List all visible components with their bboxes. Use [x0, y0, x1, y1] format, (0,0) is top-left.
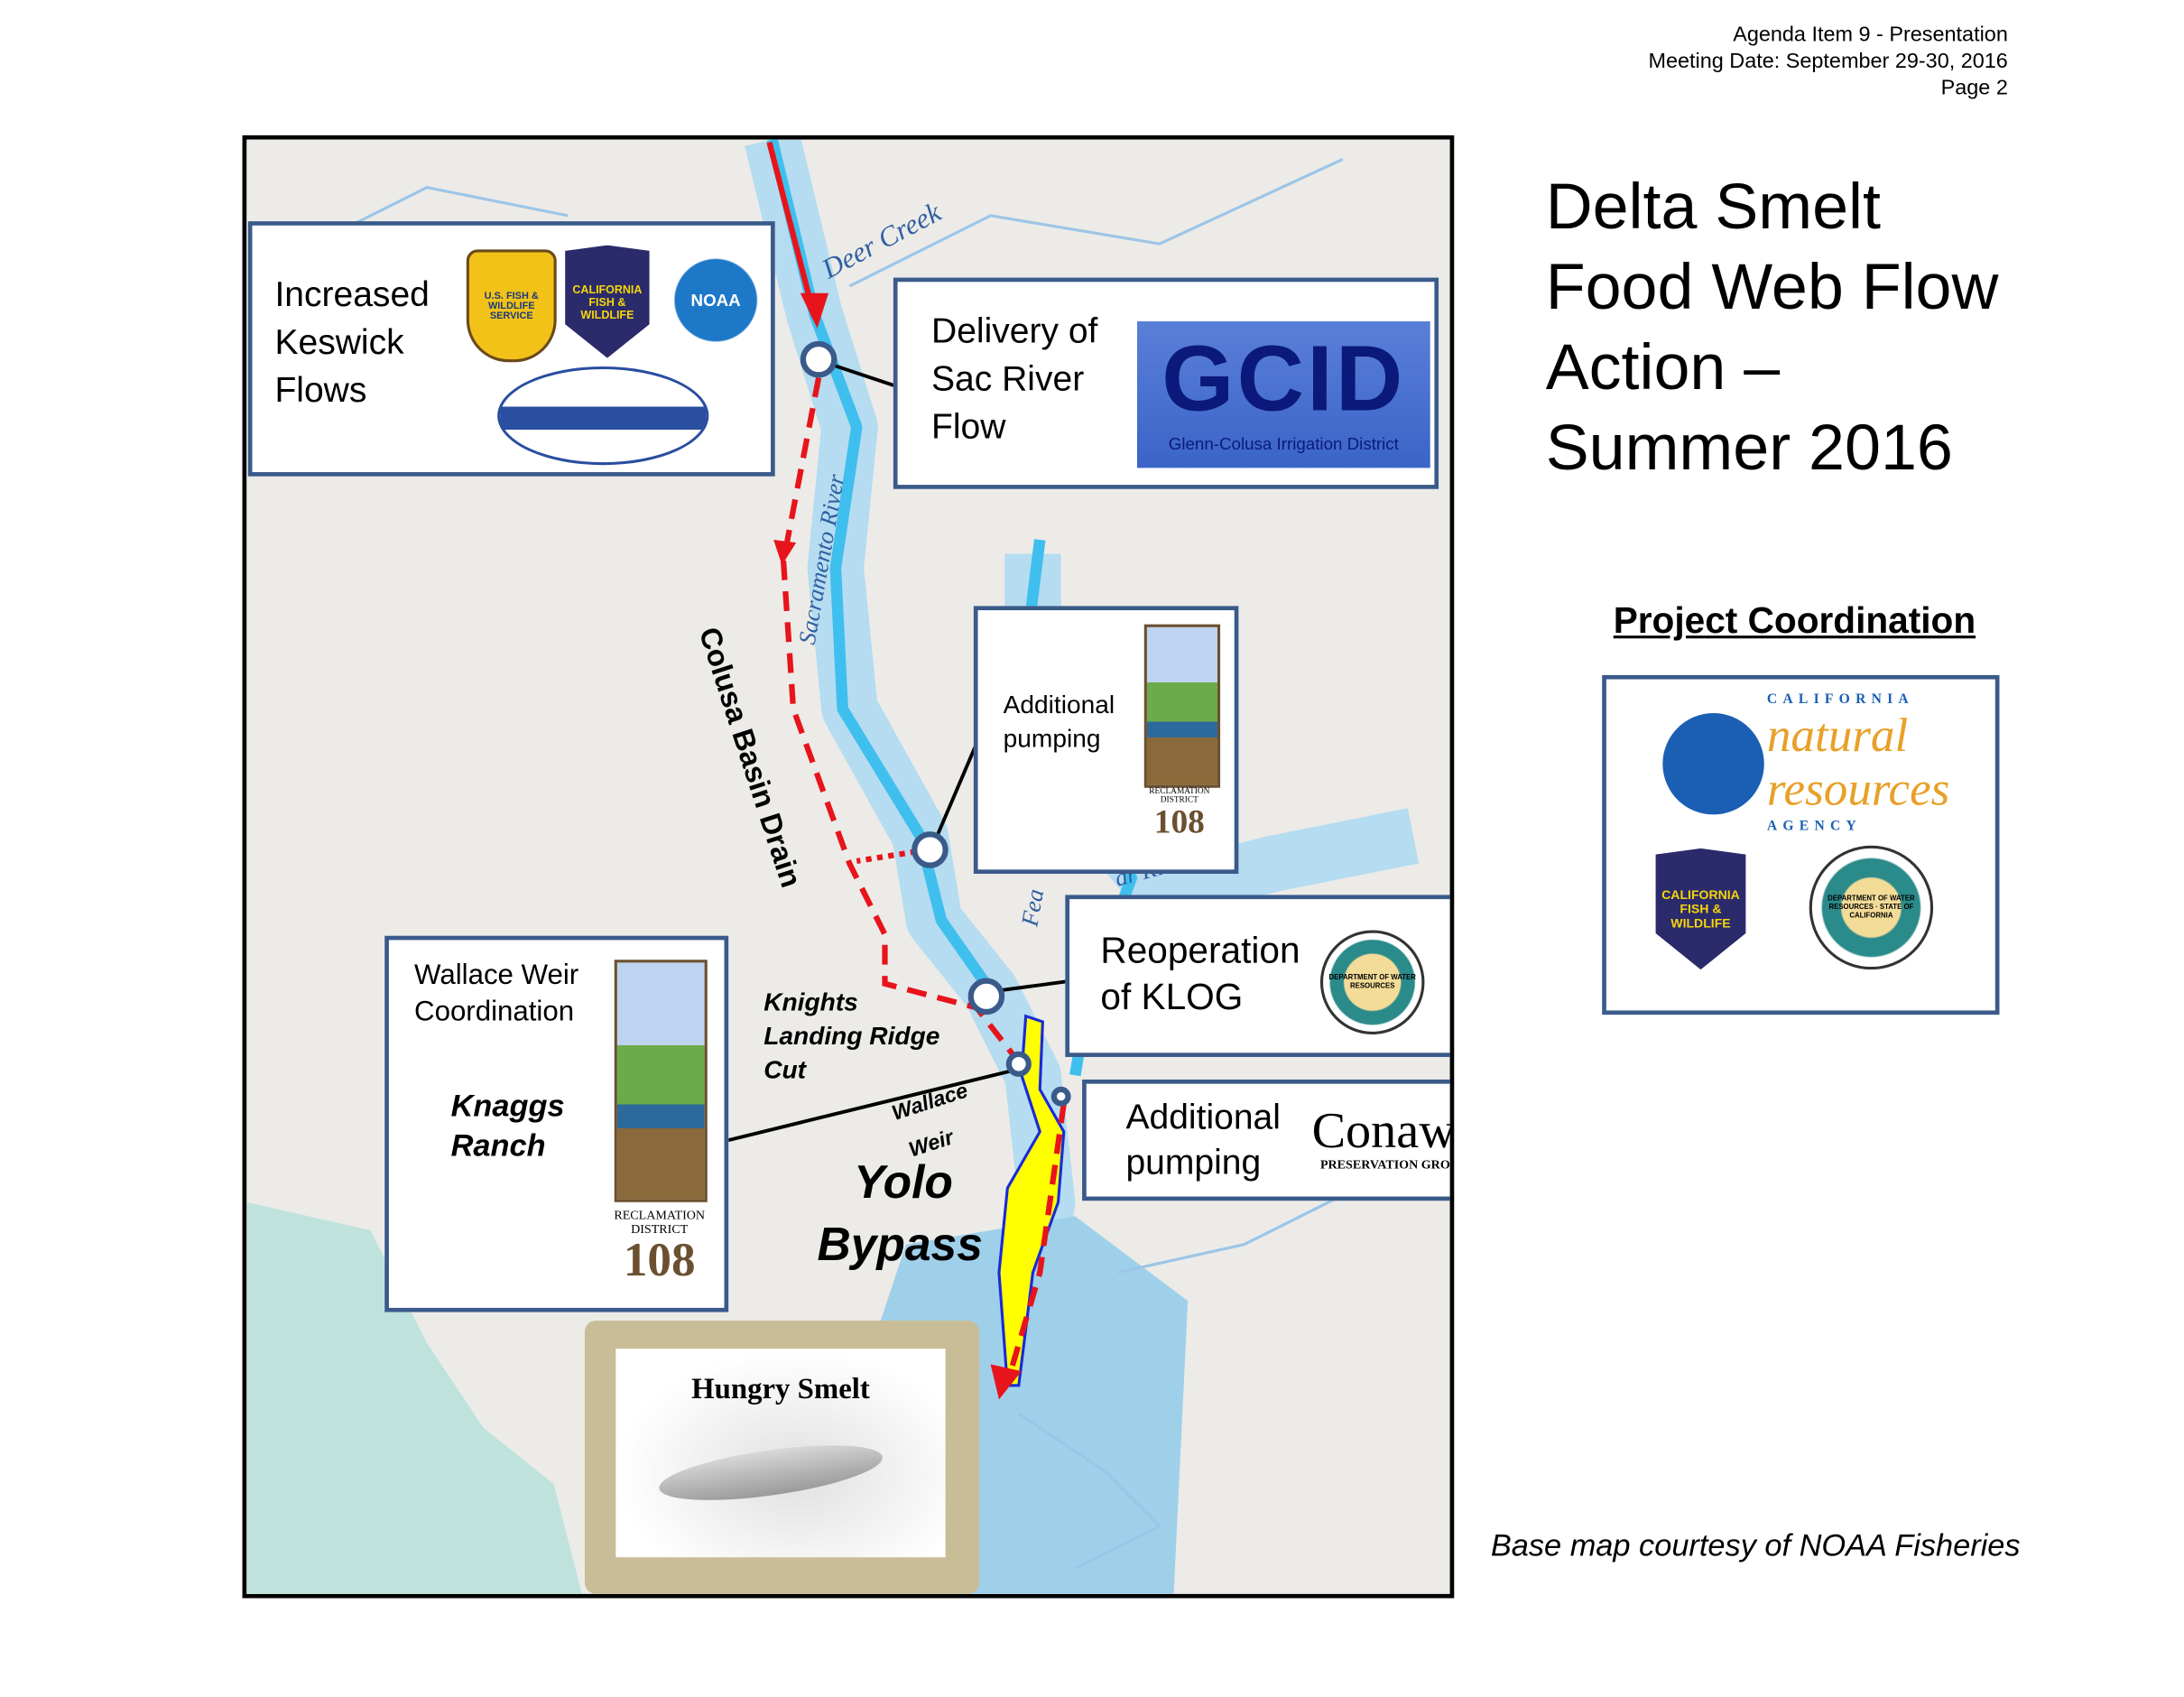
hungry-smelt-title: Hungry Smelt	[691, 1371, 870, 1405]
rd108-logo-number: 108	[1153, 804, 1205, 842]
project-coordination-heading: Project Coordination	[1613, 598, 1976, 642]
rd108-logo-2-top: RECLAMATION DISTRICT	[614, 1208, 706, 1237]
nra-mid-2: resources	[1766, 764, 1950, 816]
page-number: Page 2	[1940, 76, 2008, 100]
nra-bottom: AGENCY	[1766, 819, 1863, 835]
nra-top: CALIFORNIA	[1766, 691, 1914, 708]
yolo-bypass-area	[997, 1014, 1066, 1387]
additional-pumping-rd108-box: Additional pumping RECLAMATION DISTRICT …	[973, 606, 1239, 875]
meeting-date: Meeting Date: September 29-30, 2016	[1648, 49, 2008, 74]
dwr-logo-klog: DEPARTMENT OF WATER RESOURCES	[1319, 930, 1425, 1034]
ocean	[246, 1201, 582, 1594]
keswick-text: Increased Keswick Flows	[274, 271, 429, 414]
knaggs-line: Knaggs	[450, 1088, 565, 1124]
delivery-line-2: Sac River	[931, 359, 1085, 399]
dwr-logo-coordination: DEPARTMENT OF WATER RESOURCES · STATE OF…	[1809, 845, 1934, 970]
conaway-text: Additional pumping	[1125, 1095, 1280, 1185]
agenda-item: Agenda Item 9 - Presentation	[1733, 22, 2008, 47]
keswick-line-2: Keswick	[274, 322, 404, 363]
yolo-bypass-label: Yolo Bypass	[818, 1152, 983, 1275]
noaa-logo: NOAA	[663, 247, 768, 353]
title-line-4: Summer 2016	[1545, 410, 1953, 484]
reoperation-klog-box: Reoperation of KLOG DEPARTMENT OF WATER …	[1065, 895, 1450, 1057]
keswick-line-3: Flows	[274, 370, 367, 411]
wallace-weir-box: Wallace Weir Coordination Knaggs Ranch R…	[384, 935, 729, 1312]
knights-line-3: Cut	[763, 1055, 807, 1084]
conaway-pumping-line-1: Additional	[1125, 1098, 1281, 1137]
knights-line-1: Knights	[763, 988, 858, 1016]
natural-resources-globe-icon	[1662, 713, 1764, 815]
gcid-logo-text: GCID	[1161, 325, 1406, 431]
title-line-1: Delta Smelt	[1545, 169, 1881, 243]
additional-pumping-conaway-box: Additional pumping Conaway✈ PRESERVATION…	[1082, 1079, 1455, 1201]
title-line-3: Action –	[1545, 329, 1781, 403]
nra-mid-1: natural	[1766, 709, 1909, 763]
klog-text: Reoperation of KLOG	[1100, 927, 1300, 1020]
conaway-pumping-line-2: pumping	[1125, 1143, 1262, 1182]
delivery-text: Delivery of Sac River Flow	[931, 307, 1097, 450]
pumping-line-2: pumping	[1003, 724, 1101, 753]
map-credit: Base map courtesy of NOAA Fisheries	[1490, 1527, 2021, 1563]
delivery-line-3: Flow	[931, 407, 1006, 447]
smelt-photo: Hungry Smelt	[615, 1349, 946, 1558]
river-label-feather: Fea	[1015, 887, 1049, 930]
cdfw-logo: CALIFORNIA FISH & WILDLIFE	[565, 245, 650, 358]
knights-landing-label: Knights Landing Ridge Cut	[763, 985, 939, 1086]
rd108-logo: RECLAMATION DISTRICT 108	[1130, 788, 1228, 841]
ranch-line: Ranch	[450, 1127, 546, 1164]
rd108-logo-image	[1143, 624, 1221, 788]
knaggs-ranch-label: Knaggs Ranch	[451, 1087, 565, 1165]
keswick-flows-box: Increased Keswick Flows U.S. FISH & WILD…	[247, 221, 775, 477]
gcid-logo-subtitle: Glenn-Colusa Irrigation District	[1168, 433, 1399, 454]
delivery-line-1: Delivery of	[931, 311, 1098, 351]
klog-line-2: of KLOG	[1100, 975, 1244, 1018]
rd108-logo-2-number: 108	[623, 1234, 696, 1287]
title-line-2: Food Web Flow	[1545, 249, 1999, 323]
conaway-logo: Conaway✈ PRESERVATION GROUP	[1311, 1100, 1455, 1172]
map: Deer Creek Sacramento River Fea ar Ri Co…	[242, 134, 1455, 1599]
conaway-logo-subtitle: PRESERVATION GROUP	[1319, 1156, 1455, 1172]
hungry-smelt-panel: Hungry Smelt	[584, 1320, 980, 1594]
yolo-line-1: Yolo	[854, 1155, 953, 1209]
arrowheads	[773, 292, 1022, 1400]
yolo-line-2: Bypass	[817, 1217, 983, 1270]
wallace-line-1: Wallace Weir	[414, 960, 579, 991]
pumping-line-1: Additional	[1003, 691, 1115, 719]
klog-line-1: Reoperation	[1100, 928, 1300, 971]
delivery-box: Delivery of Sac River Flow GCID Glenn-Co…	[893, 277, 1439, 489]
cdfw-logo-coordination: CALIFORNIA FISH & WILDLIFE	[1655, 848, 1746, 970]
knights-line-2: Landing Ridge	[763, 1021, 940, 1051]
page-title: Delta Smelt Food Web Flow Action – Summe…	[1546, 166, 1999, 487]
leader-lines	[727, 361, 1071, 1142]
rd108-logo-2: RECLAMATION DISTRICT 108	[600, 1208, 718, 1286]
rd108-logo-top: RECLAMATION DISTRICT	[1149, 787, 1210, 805]
wallace-text: Wallace Weir Coordination	[414, 957, 578, 1030]
usbr-logo: U.S. DEPARTMENT OF THE INTERIOR · BUREAU…	[497, 366, 709, 466]
location-markers	[800, 340, 1071, 1107]
pumping-rd108-text: Additional pumping	[1004, 688, 1115, 756]
wallace-line-2: Coordination	[414, 996, 575, 1028]
conaway-logo-text: Conaway	[1311, 1101, 1455, 1159]
page-header: Agenda Item 9 - Presentation Meeting Dat…	[1648, 21, 2007, 101]
natural-resources-logo: CALIFORNIA natural resources AGENCY	[1767, 691, 1949, 837]
gcid-logo: GCID Glenn-Colusa Irrigation District	[1136, 320, 1430, 468]
smelt-fish-image	[655, 1434, 886, 1511]
rd108-logo-image-2	[614, 960, 708, 1202]
usfws-logo: U.S. FISH & WILDLIFE SERVICE	[466, 249, 557, 363]
keswick-line-1: Increased	[274, 274, 430, 315]
project-coordination-box: CALIFORNIA natural resources AGENCY CALI…	[1602, 674, 2000, 1015]
